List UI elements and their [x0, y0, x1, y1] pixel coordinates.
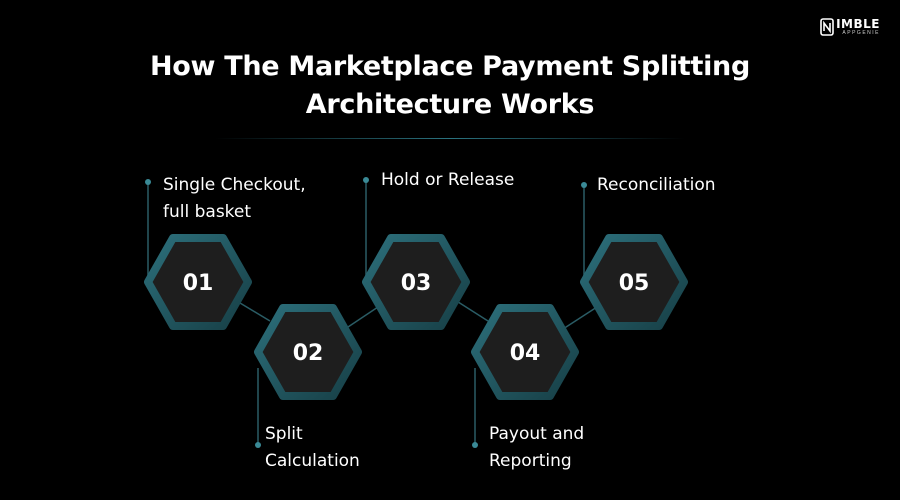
title-line-2: Architecture Works [305, 89, 595, 120]
step-number-2: 02 [293, 341, 324, 366]
brand-logo: IMBLE APPGENIE [820, 18, 880, 36]
step-number-4: 04 [510, 341, 541, 366]
step-label-1-line-2: full basket [163, 202, 252, 222]
connector-2-3 [344, 306, 379, 330]
page-title: How The Marketplace Payment Splitting Ar… [0, 48, 900, 124]
hexagon-02 [254, 304, 362, 400]
callout-dot-1 [145, 179, 151, 185]
hexagon-03 [362, 234, 470, 330]
step-label-3-line-1: Hold or Release [381, 170, 515, 190]
connector-4-5 [562, 306, 598, 330]
hexagon-01 [144, 234, 252, 330]
title-divider [215, 138, 685, 139]
callout-dot-3 [363, 177, 369, 183]
step-label-4-line-2: Reporting [489, 451, 572, 471]
logo-wordmark: IMBLE [836, 17, 880, 31]
callout-dot-4 [472, 442, 478, 448]
step-label-5-line-1: Reconciliation [597, 175, 716, 195]
callout-dot-2 [255, 442, 261, 448]
step-number-3: 03 [401, 271, 432, 296]
step-label-3: Hold or Release [381, 167, 514, 194]
step-label-2-line-2: Calculation [265, 451, 360, 471]
step-label-2: Split Calculation [265, 421, 360, 475]
logo-subtext: APPGENIE [842, 30, 880, 36]
connector-3-4 [454, 299, 489, 322]
step-label-4-line-1: Payout and [489, 424, 585, 444]
callout-dot-5 [581, 182, 587, 188]
step-label-5: Reconciliation [597, 172, 716, 199]
step-label-1-line-1: Single Checkout, [163, 175, 306, 195]
step-label-1: Single Checkout, full basket [163, 172, 306, 226]
title-line-1: How The Marketplace Payment Splitting [149, 51, 751, 82]
step-number-5: 05 [619, 271, 650, 296]
connector-1-2 [234, 299, 271, 322]
hexagon-04 [471, 304, 579, 400]
hexagon-05 [580, 234, 688, 330]
step-number-1: 01 [183, 271, 214, 296]
step-label-4: Payout and Reporting [489, 421, 584, 475]
step-label-2-line-1: Split [265, 424, 303, 444]
logo-n-icon [820, 18, 834, 36]
